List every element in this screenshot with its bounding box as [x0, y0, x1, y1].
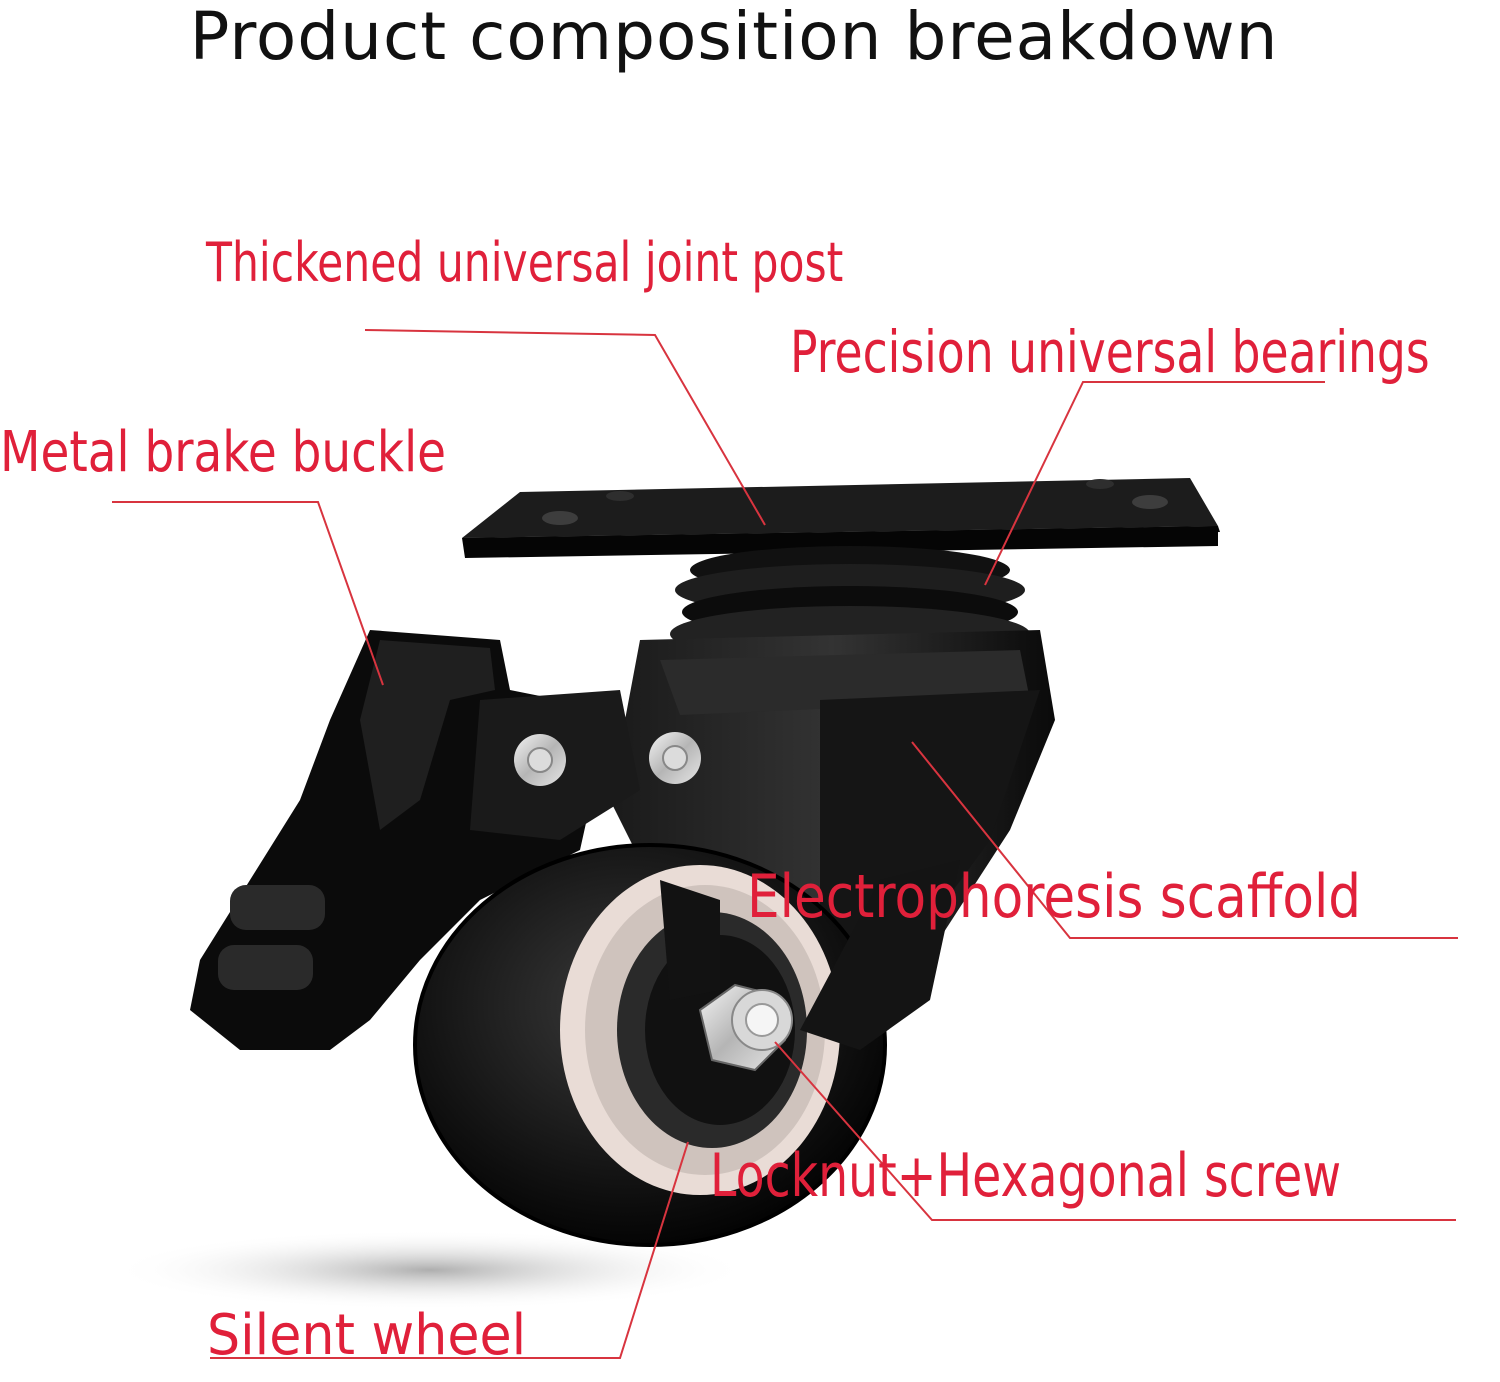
leader-line-wheel	[210, 1141, 689, 1359]
lever-bolt	[649, 732, 701, 784]
mounting-plate	[462, 478, 1220, 558]
label-screw: Locknut+Hexagonal screw	[710, 1141, 1342, 1211]
label-wheel: Silent wheel	[207, 1303, 527, 1368]
leader-line-screw	[774, 1041, 1456, 1221]
floor-shadow	[110, 1230, 750, 1310]
leader-line-scaffold	[911, 741, 1458, 939]
page-title: Product composition breakdown	[189, 0, 1279, 75]
leader-line-bearings	[984, 381, 1325, 586]
axle-nut	[698, 983, 793, 1072]
label-bearings: Precision universal bearings	[790, 318, 1430, 386]
lever-bolt	[514, 734, 566, 786]
brake-lever	[190, 630, 640, 1050]
leader-line-brake	[112, 501, 384, 686]
leader-lines	[112, 329, 1458, 1359]
leader-line-joint-post	[364, 329, 766, 526]
label-joint-post: Thickened universal joint post	[206, 231, 844, 294]
label-scaffold: Electrophoresis scaffold	[747, 862, 1362, 932]
label-brake: Metal brake buckle	[0, 420, 447, 485]
